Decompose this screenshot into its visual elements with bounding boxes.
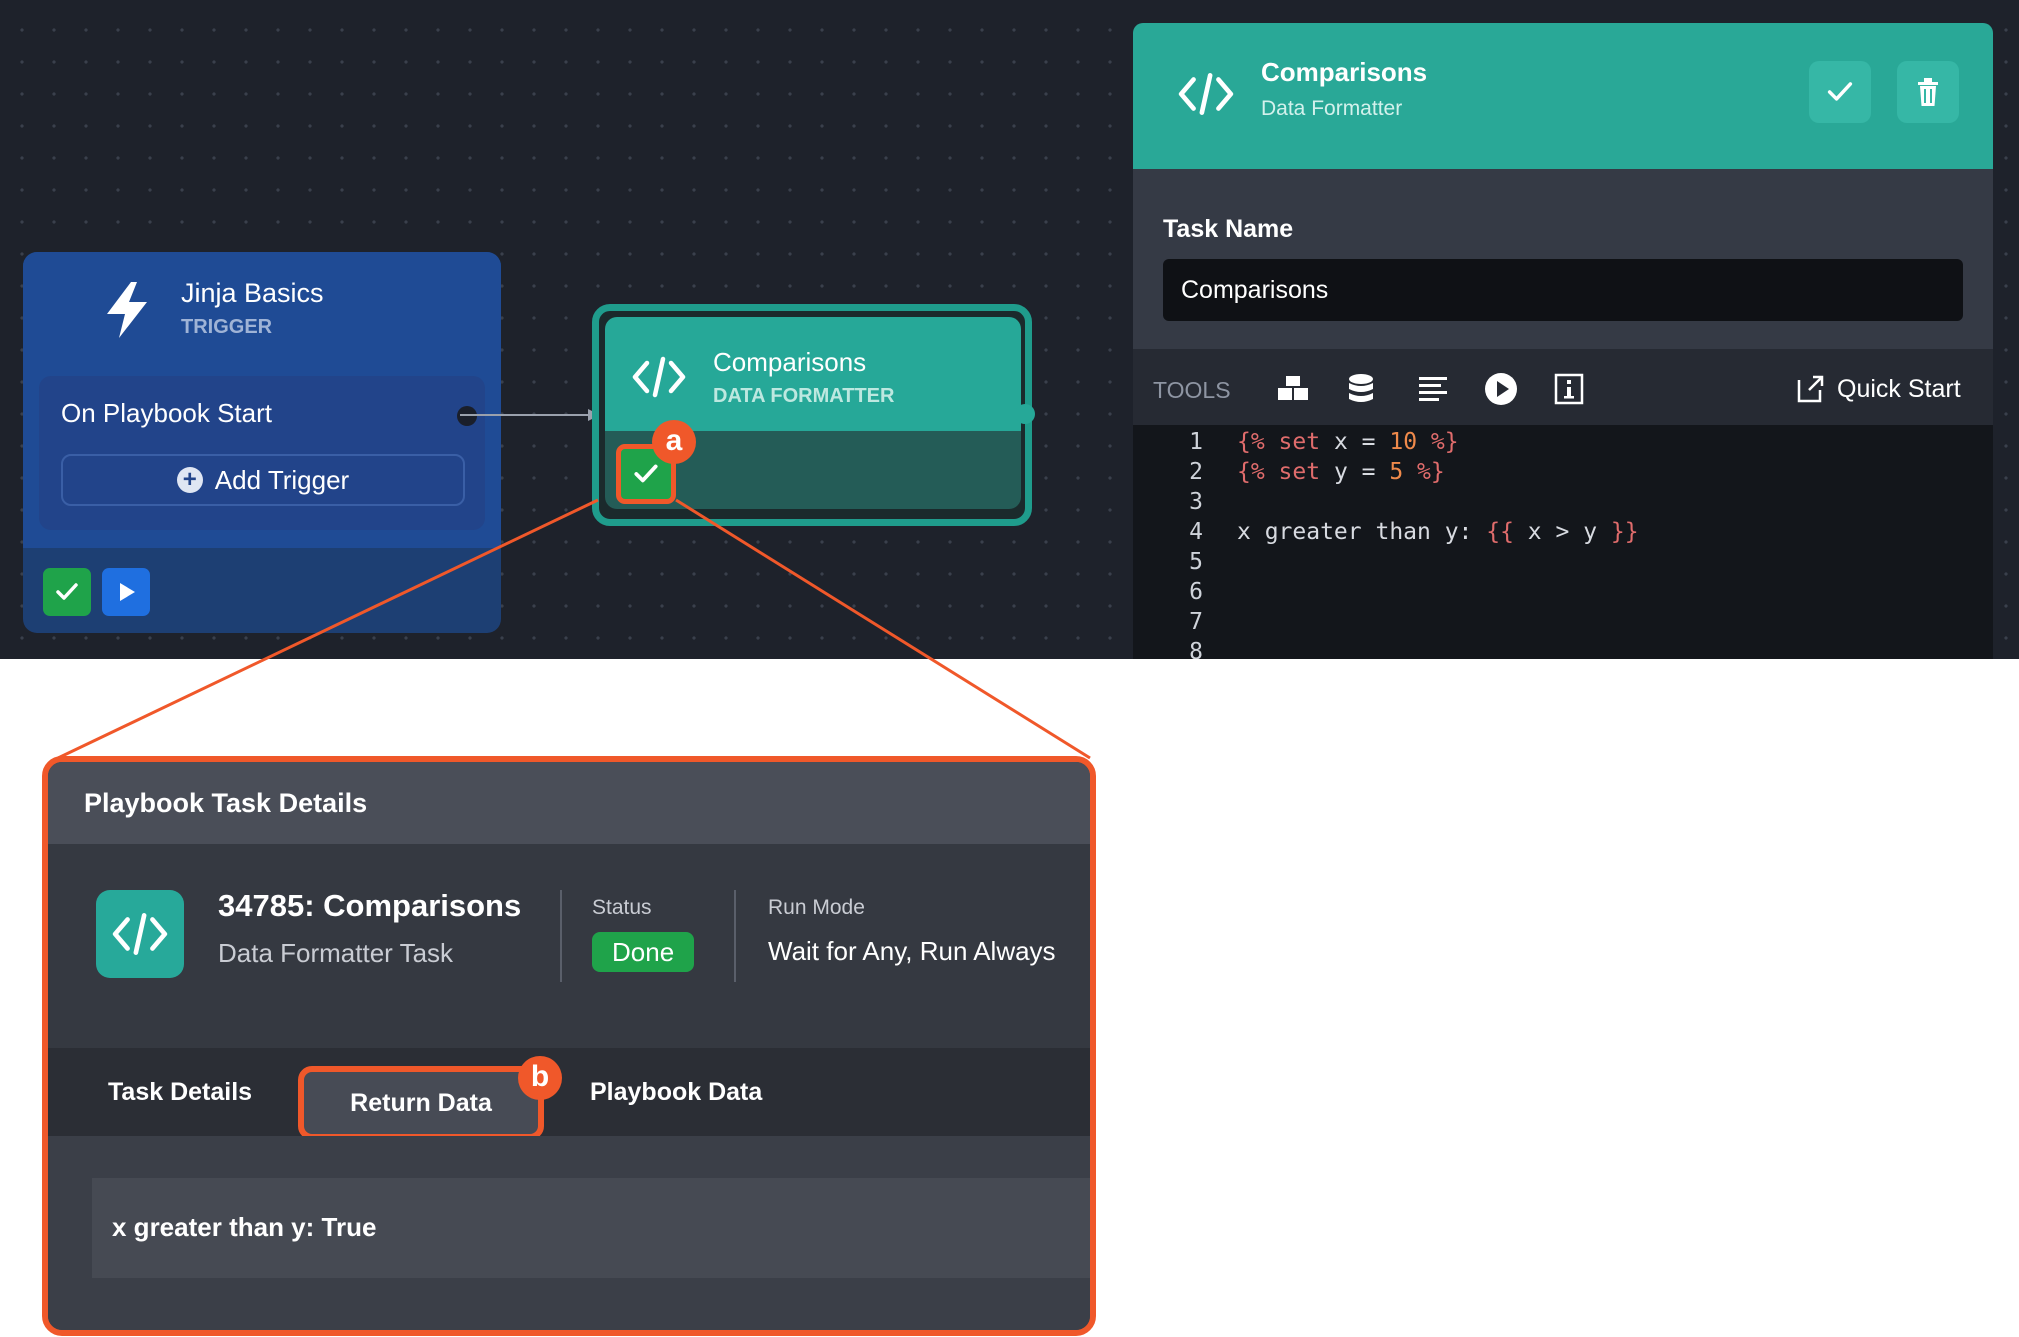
line-number: 3 [1189,489,1203,515]
save-task-button[interactable] [1809,61,1871,123]
play-icon [120,583,135,601]
code-brackets-icon [96,890,184,978]
add-trigger-label: Add Trigger [214,464,350,495]
tab-playbook-data[interactable]: Playbook Data [590,1078,763,1106]
status-badge: Done [592,932,695,972]
code-text: {% set x = 10 %} [1237,429,1459,455]
task-summary: 34785: Comparisons Data Formatter Task S… [48,844,1090,1048]
check-icon [56,583,78,600]
info-icon[interactable] [1551,371,1587,407]
code-line: 1 {% set x = 10 %} [1133,429,1459,459]
task-name-section: Task Name Comparisons [1133,169,1993,349]
tools-label: TOOLS [1153,377,1231,403]
code-line: 8 [1133,639,1203,659]
line-number: 2 [1189,459,1203,485]
code-line: 4 x greater than y: {{ x > y }} [1133,519,1639,549]
task-config-title: Comparisons [1261,57,1428,87]
return-data-text: x greater than y: True [112,1212,377,1242]
lightning-bolt-icon [107,282,147,338]
code-line: 7 [1133,609,1203,639]
divider [560,890,562,982]
run-mode-value: Wait for Any, Run Always [768,936,1056,966]
task-name-input[interactable]: Comparisons [1163,259,1963,321]
check-icon [1827,82,1853,101]
task-config-panel: Comparisons Data Formatter Task Nam [1133,23,1993,659]
tab-task-details[interactable]: Task Details [108,1078,253,1106]
database-icon[interactable] [1343,371,1379,407]
code-text: {% set y = 5 %} [1237,459,1445,485]
details-header: Playbook Task Details [48,762,1090,844]
code-line: 2 {% set y = 5 %} [1133,459,1445,489]
line-number: 8 [1189,639,1203,659]
code-text: x greater than y: {{ x > y }} [1237,519,1639,545]
run-mode-label: Run Mode [768,896,865,919]
trash-icon [1918,78,1938,106]
trigger-run-button[interactable] [102,568,150,616]
data-formatter-node-subtitle: DATA FORMATTER [713,385,895,407]
trigger-title: Jinja Basics [181,278,324,308]
details-title: Playbook Task Details [84,788,368,818]
code-line: 6 [1133,579,1203,609]
quick-start-link[interactable]: Quick Start [1795,369,1961,409]
return-data-box: x greater than y: True [92,1178,1090,1278]
data-formatter-node-header: Comparisons DATA FORMATTER [605,317,1021,431]
line-number: 1 [1189,429,1203,455]
text-align-icon[interactable] [1415,371,1451,407]
trigger-event-label: On Playbook Start [61,398,272,428]
code-editor[interactable]: 1 {% set x = 10 %} 2 {% set y = 5 %} 3 4… [1133,425,1993,659]
blocks-icon[interactable] [1275,371,1311,407]
data-formatter-output-port[interactable] [1015,404,1035,424]
return-data-area: x greater than y: True [48,1136,1090,1330]
quick-start-label: Quick Start [1837,374,1961,403]
trigger-event-card: On Playbook Start + Add Trigger [39,376,485,530]
run-icon[interactable] [1483,371,1519,407]
trigger-subtitle: TRIGGER [181,316,273,338]
tab-return-data[interactable]: Return Data [298,1066,544,1140]
task-heading: 34785: Comparisons [218,888,522,923]
task-type: Data Formatter Task [218,938,454,968]
editor-toolbar: TOOLS Quick Start [1133,349,1993,425]
playbook-task-details-panel: Playbook Task Details 34785: Comparisons… [42,756,1096,1336]
divider [734,890,736,982]
trigger-status-check-button[interactable] [43,568,91,616]
data-formatter-node-title: Comparisons [713,347,867,377]
check-icon [634,464,658,483]
external-link-icon [1797,375,1824,403]
plus-circle-icon: + [176,467,203,493]
trigger-node[interactable]: Jinja Basics TRIGGER On Playbook Start +… [23,252,501,633]
code-brackets-icon [632,356,686,398]
line-number: 6 [1189,579,1203,605]
line-number: 7 [1189,609,1203,635]
callout-marker-b: b [518,1056,562,1100]
code-line: 3 [1133,489,1203,519]
task-name-label: Task Name [1163,215,1294,243]
task-config-header: Comparisons Data Formatter [1133,23,1993,169]
code-brackets-icon [1178,73,1234,115]
playbook-canvas[interactable]: Jinja Basics TRIGGER On Playbook Start +… [0,0,2019,659]
line-number: 4 [1189,519,1203,545]
status-label: Status [592,896,652,919]
code-line: 5 [1133,549,1203,579]
line-number: 5 [1189,549,1203,575]
callout-marker-a: a [652,420,696,464]
task-config-subtitle: Data Formatter [1261,97,1403,120]
node-connector [460,409,600,421]
delete-task-button[interactable] [1897,61,1959,123]
add-trigger-button[interactable]: + Add Trigger [61,454,465,506]
details-tabs: Task Details Return Data Playbook Data [48,1048,1090,1140]
